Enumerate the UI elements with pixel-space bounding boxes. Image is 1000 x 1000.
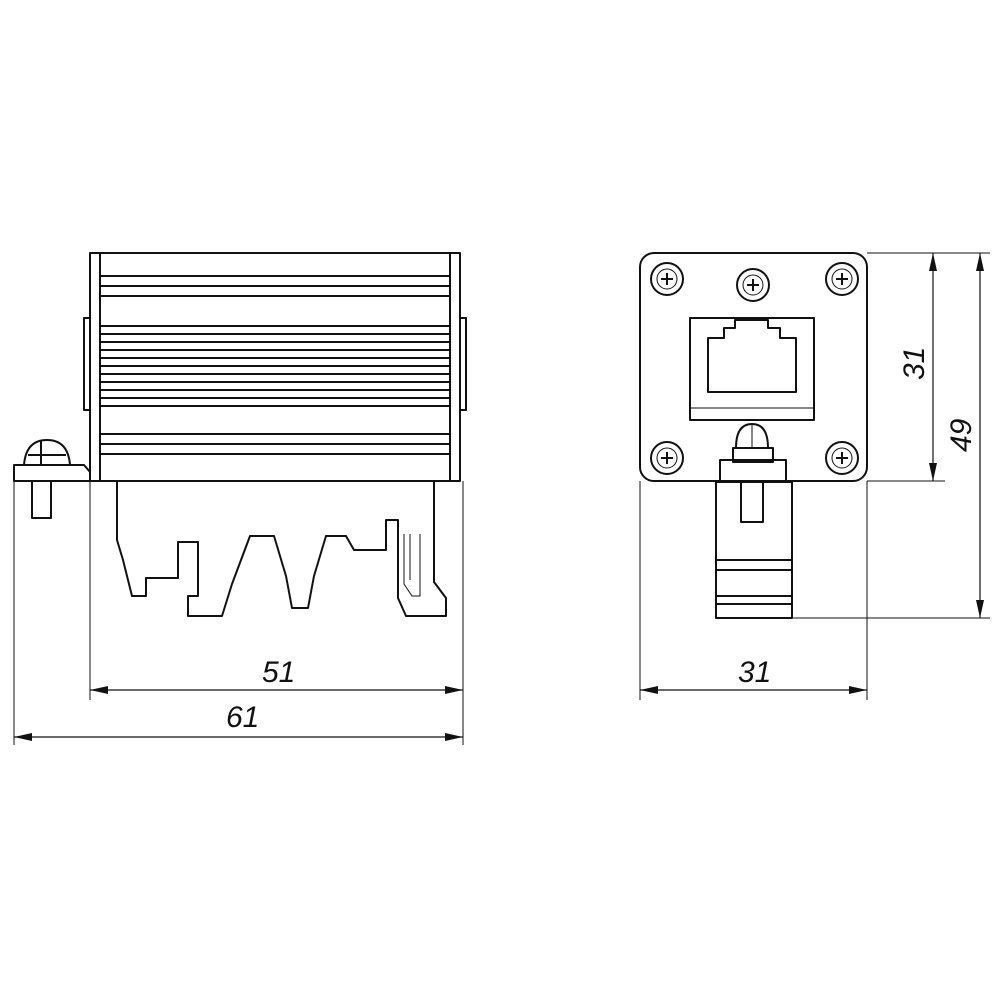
front-view: 31 31 49 [639,252,990,700]
right-end-cap [459,317,467,411]
dimension-51: 51 [90,656,463,694]
heatsink-fins [100,275,450,455]
dimension-label-49: 49 [945,418,978,452]
screw-icon [825,441,859,475]
ground-bracket [13,439,91,519]
left-end-cap [83,317,91,411]
dimension-label-51: 51 [262,656,295,689]
dimension-31-height: 31 [898,253,937,481]
side-view: 51 61 [13,252,467,745]
rj45-port-icon [689,317,815,421]
ground-stud [715,423,793,619]
dimension-label-31-height: 31 [898,347,931,380]
din-rail-clip [116,481,447,617]
dimension-49: 49 [945,253,984,618]
screw-icon [736,268,770,302]
screw-icon [825,262,859,296]
dimension-31-width: 31 [640,656,867,694]
dimension-61: 61 [14,701,463,741]
screw-icon [650,441,684,475]
dimension-label-31-width: 31 [738,656,771,689]
dimension-label-61: 61 [226,701,259,734]
screw-icon [650,262,684,296]
